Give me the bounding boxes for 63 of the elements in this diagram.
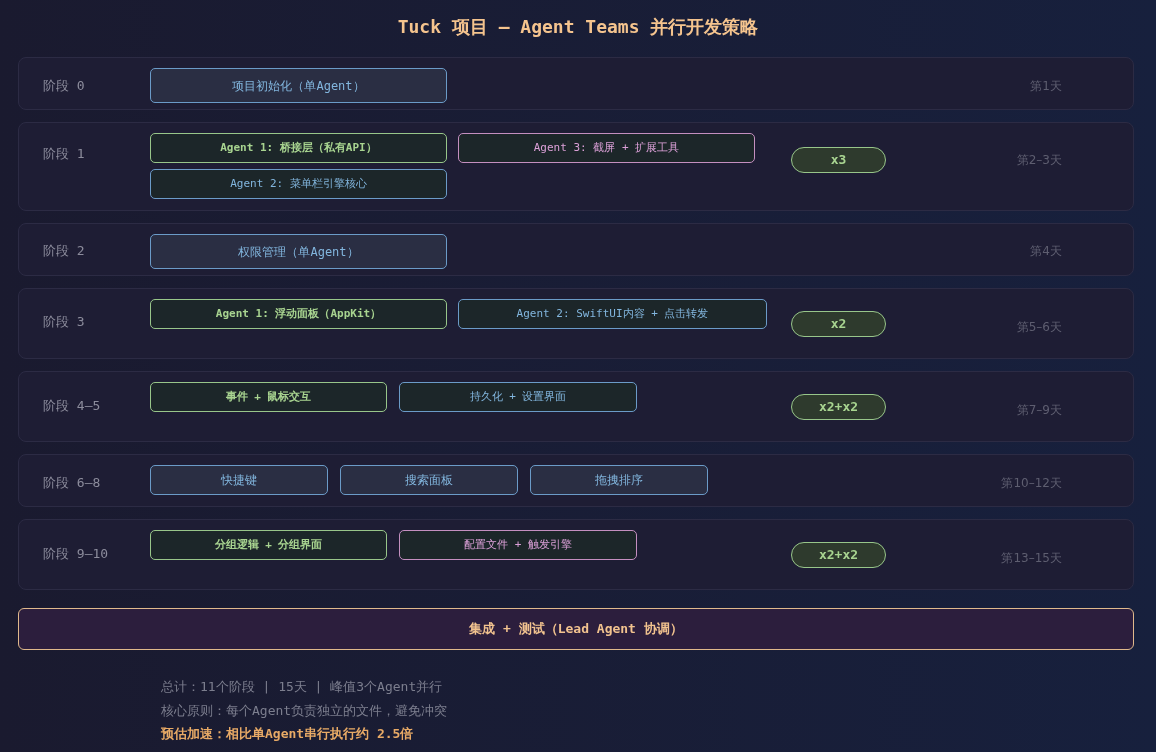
task-box [150, 465, 328, 495]
task-box [150, 382, 387, 412]
task-label: 事件 + 鼠标交互 [225, 388, 312, 405]
task-label: Agent 2: 菜单栏引擎核心 [230, 175, 367, 192]
task-label: 权限管理（单Agent） [238, 243, 359, 261]
phase-band [18, 288, 1134, 359]
day-label: 第1天 [1030, 78, 1062, 95]
day-label: 第13–15天 [1001, 550, 1062, 567]
task-box [458, 133, 755, 163]
day-label: 第5–6天 [1016, 319, 1062, 336]
phase-band [18, 454, 1134, 507]
summary-note: 核心原则：每个Agent负责独立的文件，避免冲突 [161, 702, 448, 721]
phase-label: 阶段 2 [43, 242, 85, 261]
task-box [458, 299, 767, 329]
task-box [340, 465, 518, 495]
task-label: 持久化 + 设置界面 [469, 388, 567, 405]
phase-label: 阶段 4–5 [43, 397, 101, 416]
task-label: 搜索面板 [405, 472, 453, 489]
task-box [150, 133, 447, 163]
integration-label: 集成 + 测试（Lead Agent 协调） [469, 620, 683, 639]
task-label: Agent 3: 截屏 + 扩展工具 [533, 139, 680, 156]
day-label: 第4天 [1030, 243, 1062, 260]
task-box [150, 169, 447, 199]
task-box [399, 530, 637, 560]
task-label: 项目初始化（单Agent） [232, 77, 365, 95]
phase-label: 阶段 1 [43, 145, 85, 164]
task-box [150, 530, 387, 560]
task-label: Agent 1: 桥接层（私有API） [220, 139, 377, 156]
task-box [150, 68, 447, 103]
task-label: Agent 1: 浮动面板（AppKit） [215, 305, 382, 322]
day-label: 第2–3天 [1016, 152, 1062, 169]
agent-count-label: x2+x2 [818, 546, 859, 565]
task-label: Agent 2: SwiftUI内容 + 点击转发 [516, 305, 709, 322]
phase-label: 阶段 0 [43, 77, 85, 96]
phase-band [18, 122, 1134, 211]
task-box [150, 299, 447, 329]
integration-band [18, 608, 1134, 650]
task-box [530, 465, 708, 495]
summary-note: 预估加速：相比单Agent串行执行约 2.5倍 [161, 725, 414, 744]
agent-count-pill [791, 311, 886, 337]
phase-band [18, 519, 1134, 590]
agent-count-label: x2 [830, 315, 847, 334]
task-label: 快捷键 [221, 472, 257, 489]
phase-band [18, 57, 1134, 110]
task-label: 配置文件 + 触发引擎 [464, 536, 572, 553]
phase-label: 阶段 9–10 [43, 545, 109, 564]
phase-band [18, 371, 1134, 442]
task-label: 分组逻辑 + 分组界面 [214, 536, 323, 553]
day-label: 第10–12天 [1001, 475, 1062, 492]
task-label: 拖拽排序 [595, 472, 643, 489]
day-label: 第7–9天 [1016, 402, 1062, 419]
agent-count-label: x2+x2 [818, 398, 859, 417]
summary-note: 总计：11个阶段 | 15天 | 峰值3个Agent并行 [161, 678, 443, 697]
diagram-title: Tuck 项目 — Agent Teams 并行开发策略 [397, 16, 759, 38]
phase-label: 阶段 6–8 [43, 474, 101, 493]
agent-count-pill [791, 147, 886, 173]
phase-label: 阶段 3 [43, 313, 85, 332]
agent-count-pill [791, 542, 886, 568]
phase-band [18, 223, 1134, 276]
agent-count-pill [791, 394, 886, 420]
task-box [150, 234, 447, 269]
agent-count-label: x3 [830, 151, 847, 170]
task-box [399, 382, 637, 412]
